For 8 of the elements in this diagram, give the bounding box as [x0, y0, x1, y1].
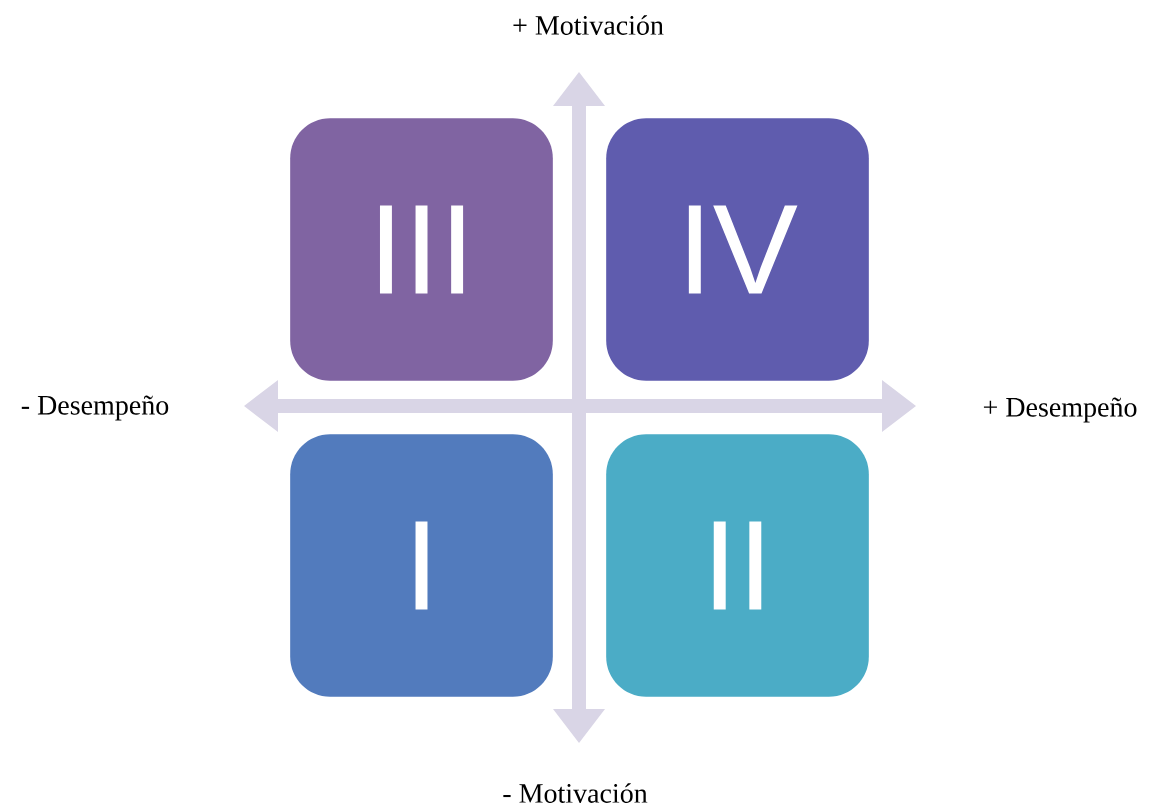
axis-label: - Motivación [503, 783, 648, 803]
axis-label: + Motivación [513, 15, 664, 35]
axis-label: - Desempeño [21, 395, 169, 421]
quadrant-box: II [606, 434, 869, 697]
axis-label: + Desempeño [983, 397, 1137, 423]
quadrant-box: III [290, 118, 553, 381]
quadrant-box: I [290, 434, 553, 697]
quadrant-box: IV [606, 118, 869, 381]
